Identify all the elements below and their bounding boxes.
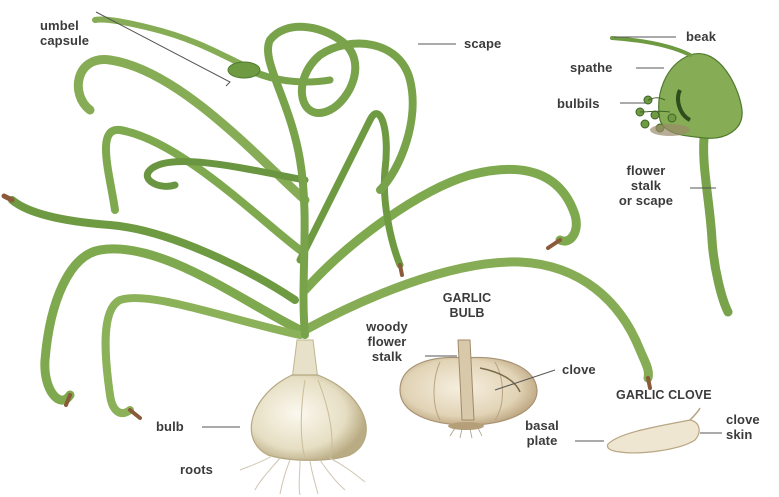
scape-to-capsule [250,70,330,82]
beak-shape [612,38,690,55]
label-roots: roots [180,462,213,477]
label-scape: scape [464,36,501,51]
label-bulb: bulb [156,419,184,434]
label-umbel-capsule: umbel capsule [40,18,89,48]
flower-stalk-shape [704,130,728,312]
label-spathe: spathe [570,60,613,75]
label-garlic-bulb: GARLIC BULB [432,291,502,321]
label-beak: beak [686,29,716,44]
garlic-clove-drawing [608,408,701,453]
umbel-capsule-shape [228,62,260,78]
label-basal-plate: basal plate [516,418,568,448]
label-woody-flower-stalk: woody flower stalk [355,319,419,364]
main-bulb [240,340,366,495]
label-clove-skin: clove skin [726,412,760,442]
label-clove: clove [562,362,596,377]
plant-leaves [4,19,650,418]
main-roots [240,456,365,495]
label-flower-stalk: flower stalk or scape [606,163,686,208]
label-bulbils: bulbils [557,96,600,111]
label-garlic-clove: GARLIC CLOVE [616,388,712,403]
